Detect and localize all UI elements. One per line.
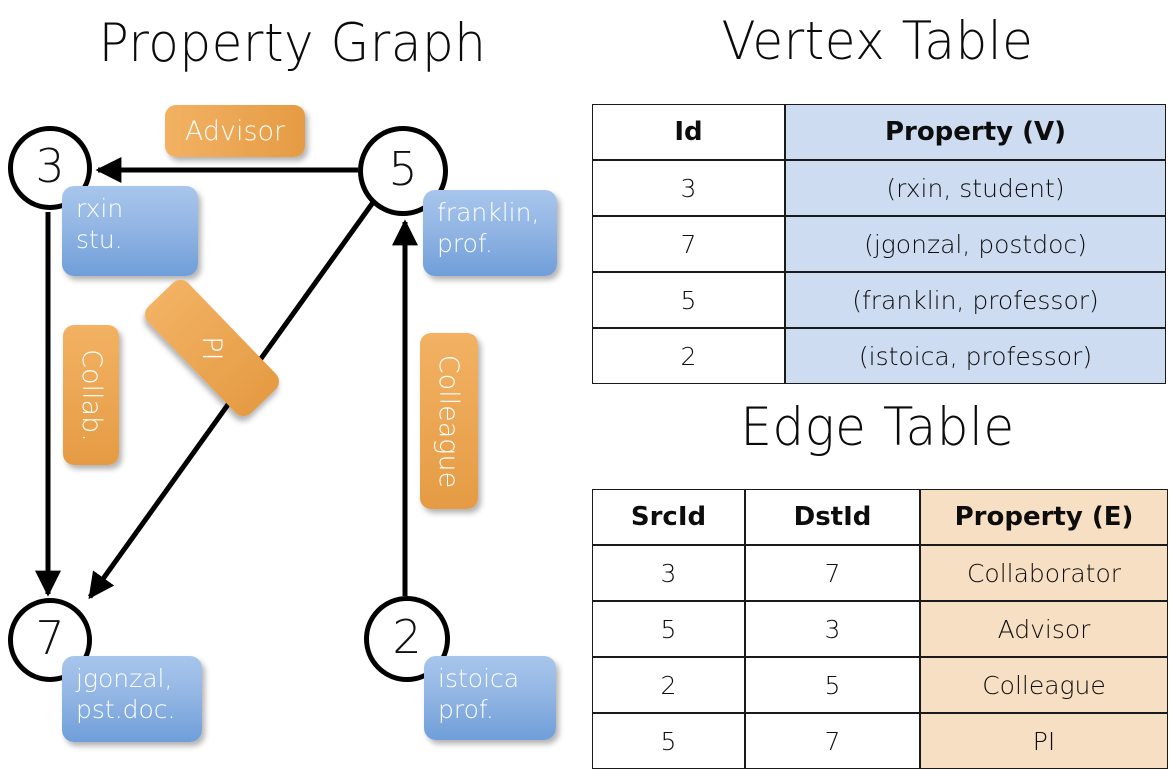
graph-node-3-property-line1: rxin	[76, 194, 124, 223]
graph-node-7-property-box: jgonzal, pst.doc.	[62, 656, 202, 742]
edge-cell-dstid: 3	[745, 601, 920, 657]
edge-cell-srcid: 2	[592, 657, 745, 713]
table-row: 3 (rxin, student)	[592, 160, 1166, 216]
graph-node-2-property-box: istoica prof.	[424, 656, 556, 740]
graph-node-7-property-line1: jgonzal,	[76, 664, 173, 693]
edge-table-col-dstid: DstId	[745, 489, 920, 545]
graph-node-3-property-line2: stu.	[76, 224, 123, 254]
table-row: 5 7 PI	[592, 713, 1168, 769]
edge-label-colleague: Colleague	[420, 333, 478, 509]
vertex-cell-property: (rxin, student)	[785, 160, 1166, 216]
edge-cell-dstid: 7	[745, 713, 920, 769]
edge-cell-property: Advisor	[920, 601, 1168, 657]
graph-node-2-property-line1: istoica	[438, 664, 520, 693]
edge-label-advisor: Advisor	[165, 105, 305, 157]
graph-node-7-label: 7	[35, 611, 65, 665]
edge-label-colleague-text: Colleague	[433, 354, 465, 488]
vertex-cell-property: (franklin, professor)	[785, 272, 1166, 328]
edge-cell-property: Colleague	[920, 657, 1168, 713]
page-title-property-graph: Property Graph	[98, 12, 487, 74]
vertex-table-header-row: Id Property (V)	[592, 104, 1166, 160]
edge-cell-property: PI	[920, 713, 1168, 769]
graph-node-2-label: 2	[392, 610, 422, 664]
vertex-table-col-id: Id	[592, 104, 785, 160]
edge-table-header-row: SrcId DstId Property (E)	[592, 489, 1168, 545]
page-title-edge-table: Edge Table	[740, 396, 1015, 458]
vertex-table-col-property: Property (V)	[785, 104, 1166, 160]
vertex-table: Id Property (V) 3 (rxin, student) 7 (jgo…	[592, 104, 1166, 384]
table-row: 2 (istoica, professor)	[592, 328, 1166, 384]
table-row: 7 (jgonzal, postdoc)	[592, 216, 1166, 272]
graph-node-5-property-line1: franklin,	[437, 198, 540, 227]
edge-cell-srcid: 5	[592, 601, 745, 657]
graph-node-2[interactable]: 2	[364, 596, 450, 682]
edge-cell-srcid: 5	[592, 713, 745, 769]
graph-node-5-property-line2: prof.	[437, 228, 493, 258]
edge-label-collab: Collab.	[63, 325, 119, 465]
table-row: 5 3 Advisor	[592, 601, 1168, 657]
vertex-cell-property: (jgonzal, postdoc)	[785, 216, 1166, 272]
graph-node-5-property-box: franklin, prof.	[423, 190, 557, 276]
vertex-cell-id: 3	[592, 160, 785, 216]
vertex-cell-property: (istoica, professor)	[785, 328, 1166, 384]
table-row: 3 7 Collaborator	[592, 545, 1168, 601]
graph-node-5[interactable]: 5	[358, 126, 448, 216]
page-title-vertex-table: Vertex Table	[721, 10, 1034, 72]
edge-cell-dstid: 7	[745, 545, 920, 601]
edge-label-advisor-text: Advisor	[184, 115, 286, 147]
edge-table-col-property: Property (E)	[920, 489, 1168, 545]
edge-cell-dstid: 5	[745, 657, 920, 713]
vertex-cell-id: 7	[592, 216, 785, 272]
graph-node-7-property-line2: pst.doc.	[76, 694, 176, 724]
table-row: 5 (franklin, professor)	[592, 272, 1166, 328]
edge-label-collab-text: Collab.	[75, 348, 107, 442]
vertex-cell-id: 2	[592, 328, 785, 384]
edge-table-col-srcid: SrcId	[592, 489, 745, 545]
vertex-cell-id: 5	[592, 272, 785, 328]
edge-table: SrcId DstId Property (E) 3 7 Collaborato…	[592, 489, 1168, 769]
graph-node-3-label: 3	[35, 139, 65, 193]
table-row: 2 5 Colleague	[592, 657, 1168, 713]
graph-node-5-label: 5	[388, 142, 418, 196]
graph-node-3-property-box: rxin stu.	[62, 186, 198, 276]
graph-node-2-property-line2: prof.	[438, 694, 494, 724]
edge-cell-srcid: 3	[592, 545, 745, 601]
edge-cell-property: Collaborator	[920, 545, 1168, 601]
edge-label-pi-text: PI	[196, 335, 228, 361]
